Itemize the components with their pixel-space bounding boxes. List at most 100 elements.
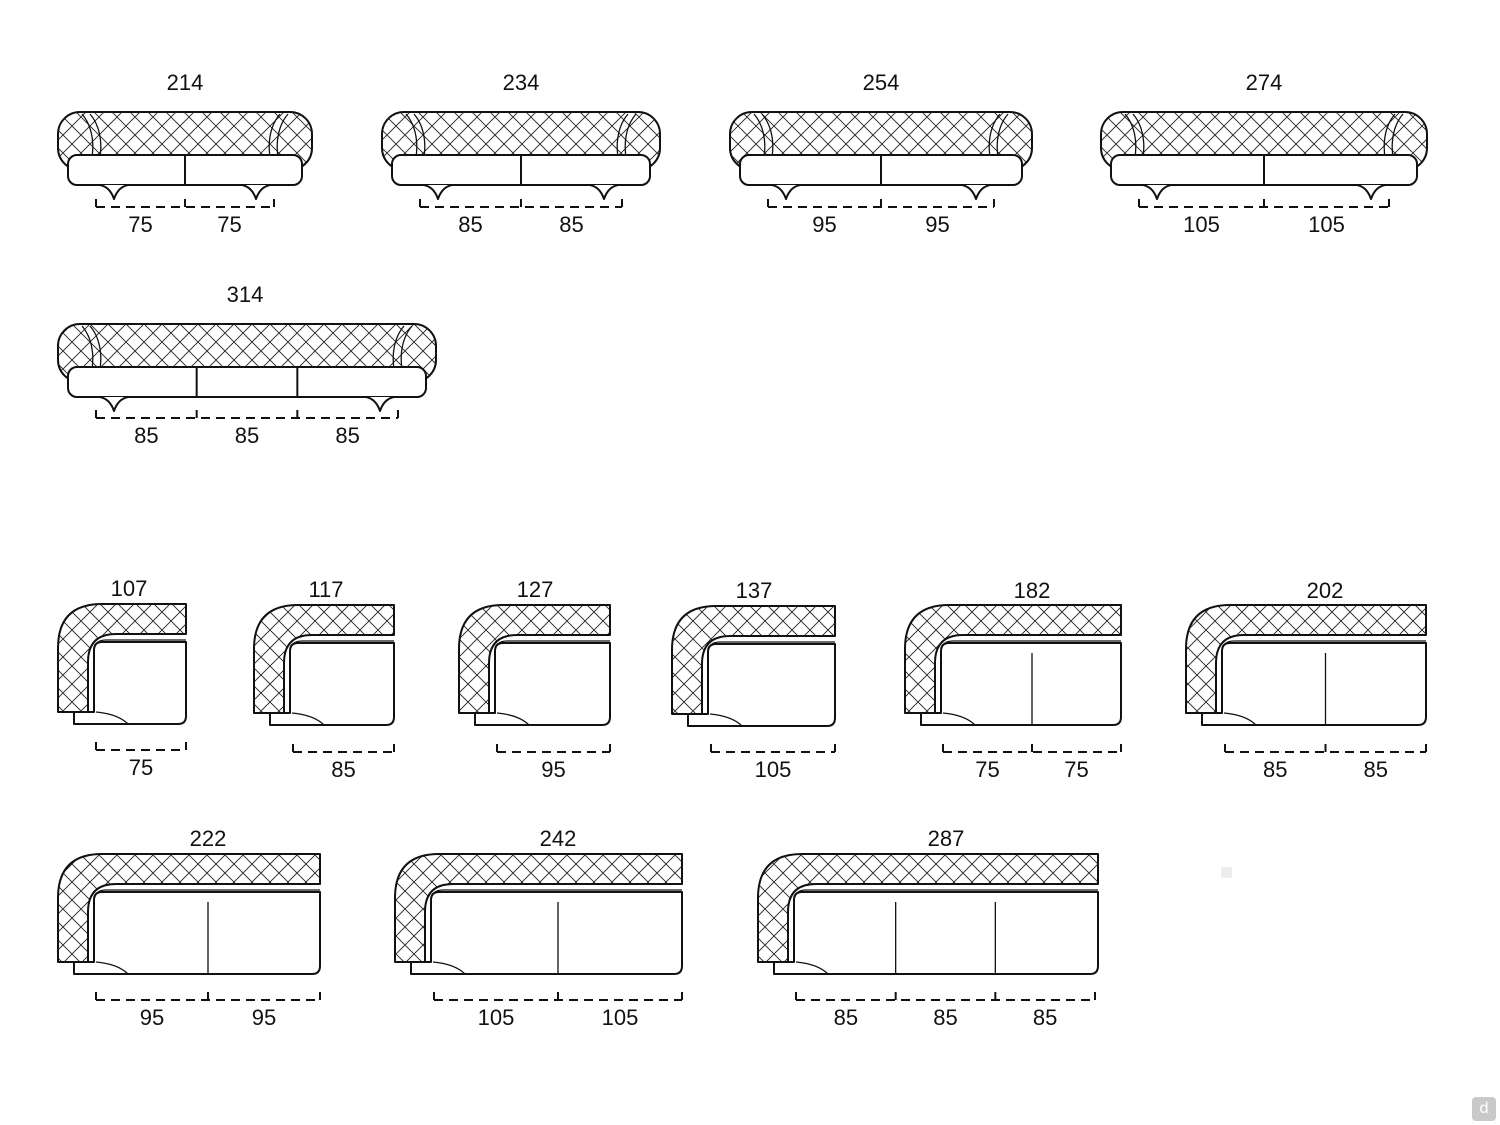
seat-width-label: 75 bbox=[129, 755, 153, 780]
sofa-configuration: 274 105 105 bbox=[1100, 70, 1428, 237]
seat-platform bbox=[269, 642, 395, 726]
seat-edge-curve bbox=[942, 712, 976, 726]
corner-total-width-label: 137 bbox=[736, 578, 773, 603]
quilted-corner-backrest bbox=[458, 604, 611, 714]
corner-total-width-label: 242 bbox=[540, 826, 577, 851]
seat-width-label: 85 bbox=[1263, 757, 1287, 782]
corner-total-width-label: 287 bbox=[928, 826, 965, 851]
seat-platform bbox=[73, 641, 187, 725]
corner-unit-configuration: 222 95 95 bbox=[57, 826, 321, 1030]
seat-width-label: 85 bbox=[458, 212, 482, 237]
sofa-foot bbox=[99, 396, 129, 412]
seat-width-label: 85 bbox=[933, 1005, 957, 1030]
seat-width-label: 95 bbox=[252, 1005, 276, 1030]
corner-unit-configuration: 137 105 bbox=[671, 578, 836, 782]
seat-edge-curve bbox=[1223, 712, 1257, 726]
sofa-total-width-label: 254 bbox=[863, 70, 900, 95]
sofa-total-width-label: 314 bbox=[227, 282, 264, 307]
seat-platform bbox=[1201, 642, 1427, 726]
seat-width-label: 85 bbox=[834, 1005, 858, 1030]
seat-width-label: 105 bbox=[1183, 212, 1220, 237]
seat-width-label: 95 bbox=[925, 212, 949, 237]
sofa-total-width-label: 274 bbox=[1246, 70, 1283, 95]
seat-platform bbox=[920, 642, 1122, 726]
backrest-inner-edge bbox=[793, 889, 1098, 962]
corner-total-width-label: 202 bbox=[1307, 578, 1344, 603]
sofa-configuration: 254 95 95 bbox=[729, 70, 1033, 237]
seat-edge-curve bbox=[496, 712, 530, 726]
seat-edge-curve bbox=[291, 712, 325, 726]
seat-width-label: 85 bbox=[559, 212, 583, 237]
seat-width-label: 105 bbox=[1308, 212, 1345, 237]
seat-width-label: 85 bbox=[134, 423, 158, 448]
seat-width-label: 75 bbox=[217, 212, 241, 237]
sofa-foot bbox=[241, 184, 271, 200]
backrest-inner-edge bbox=[707, 641, 835, 714]
quilted-corner-backrest bbox=[394, 853, 683, 963]
seat-edge-curve bbox=[95, 711, 129, 725]
quilted-corner-backrest bbox=[1185, 604, 1427, 714]
corner-unit-configuration: 287 85 85 85 bbox=[757, 826, 1099, 1030]
seat-width-label: 85 bbox=[1364, 757, 1388, 782]
quilted-corner-backrest bbox=[57, 853, 321, 963]
corner-unit-configuration: 242 105 105 bbox=[394, 826, 683, 1030]
quilted-corner-backrest bbox=[253, 604, 395, 714]
seat-width-label: 95 bbox=[140, 1005, 164, 1030]
watermark-logo: d bbox=[1472, 1097, 1496, 1121]
corner-total-width-label: 222 bbox=[190, 826, 227, 851]
seat-width-label: 105 bbox=[478, 1005, 515, 1030]
seat-platform bbox=[410, 891, 683, 975]
backrest-inner-edge bbox=[494, 640, 610, 713]
sofa-foot bbox=[961, 184, 991, 200]
quilted-corner-backrest bbox=[57, 603, 187, 713]
seat-platform bbox=[773, 891, 1099, 975]
seat-width-label: 105 bbox=[755, 757, 792, 782]
seat-edge-curve bbox=[795, 961, 829, 975]
seat-width-label: 95 bbox=[541, 757, 565, 782]
backrest-inner-edge bbox=[289, 640, 394, 713]
sofa-configuration: 214 75 75 bbox=[57, 70, 313, 237]
corner-total-width-label: 127 bbox=[517, 577, 554, 602]
seat-width-label: 95 bbox=[812, 212, 836, 237]
corner-total-width-label: 107 bbox=[111, 576, 148, 601]
corner-unit-configuration: 202 85 85 bbox=[1185, 578, 1427, 782]
quilted-corner-backrest bbox=[671, 605, 836, 715]
sofa-foot bbox=[423, 184, 453, 200]
backrest-inner-edge bbox=[93, 639, 186, 712]
quilted-corner-backrest bbox=[904, 604, 1122, 714]
corner-unit-configuration: 182 75 75 bbox=[904, 578, 1122, 782]
sofa-foot bbox=[1356, 184, 1386, 200]
backrest-inner-edge bbox=[940, 640, 1121, 713]
seat-edge-curve bbox=[432, 961, 466, 975]
backrest-inner-edge bbox=[430, 889, 682, 962]
sofa-foot bbox=[365, 396, 395, 412]
corner-unit-configuration: 107 75 bbox=[57, 576, 187, 780]
seat-width-label: 105 bbox=[602, 1005, 639, 1030]
sofa-foot bbox=[1142, 184, 1172, 200]
seat-width-label: 75 bbox=[1064, 757, 1088, 782]
sofa-configuration: 234 85 85 bbox=[381, 70, 661, 237]
sofa-total-width-label: 214 bbox=[167, 70, 204, 95]
seat-width-label: 75 bbox=[128, 212, 152, 237]
seat-width-label: 75 bbox=[975, 757, 999, 782]
seat-width-label: 85 bbox=[235, 423, 259, 448]
seat-width-label: 85 bbox=[1033, 1005, 1057, 1030]
sofa-foot bbox=[771, 184, 801, 200]
seat-edge-curve bbox=[95, 961, 129, 975]
seat-base bbox=[67, 366, 427, 398]
seat-edge-curve bbox=[709, 713, 743, 727]
sofa-total-width-label: 234 bbox=[503, 70, 540, 95]
artifact-mark bbox=[1221, 867, 1232, 878]
quilted-corner-backrest bbox=[757, 853, 1099, 963]
sofa-foot bbox=[589, 184, 619, 200]
seat-platform bbox=[73, 891, 321, 975]
corner-unit-configuration: 117 85 bbox=[253, 577, 395, 782]
backrest-inner-edge bbox=[1221, 640, 1426, 713]
seat-width-label: 85 bbox=[331, 757, 355, 782]
corner-total-width-label: 117 bbox=[308, 577, 343, 602]
corner-total-width-label: 182 bbox=[1014, 578, 1051, 603]
corner-unit-configuration: 127 95 bbox=[458, 577, 611, 782]
